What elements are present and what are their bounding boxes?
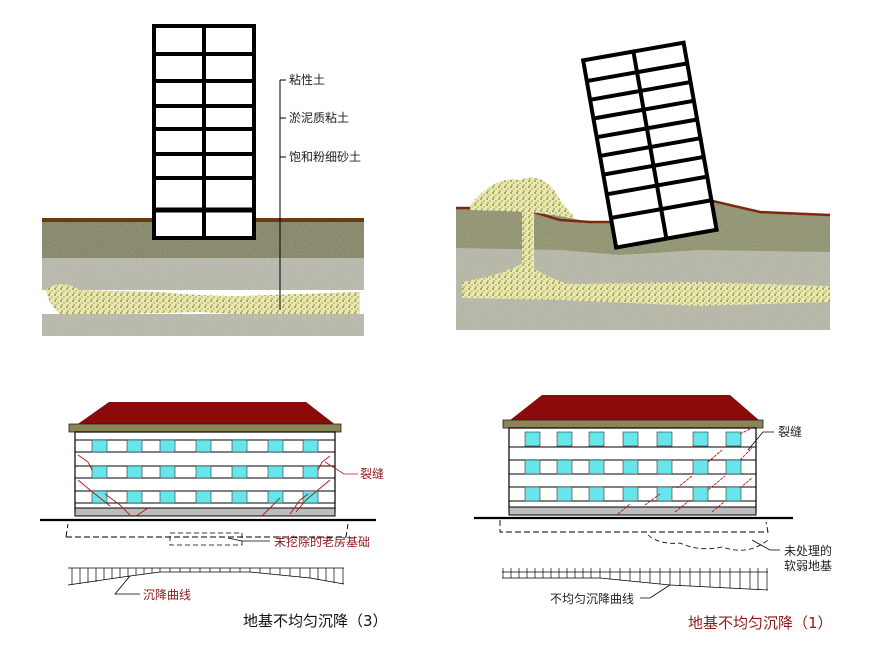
crack-lines — [617, 427, 753, 515]
soil-label-silty-clay: 淤泥质粘土 — [289, 111, 350, 125]
soil-label-clay: 粘性土 — [289, 73, 326, 87]
top-left-soil-profile — [42, 218, 364, 336]
soil-label-saturated-sand: 饱和粉细砂土 — [289, 150, 362, 164]
settlement-curve-right — [502, 568, 769, 591]
top-left-building — [152, 24, 256, 240]
soil-leader-lines — [279, 79, 286, 310]
bottom-left-caption: 地基不均匀沉降（3） — [243, 612, 388, 630]
bottom-left-crack-label: 裂缝 — [360, 467, 385, 481]
bottom-right-curve-label: 不均匀沉降曲线 — [550, 592, 635, 606]
bottom-right-foundation-label-line1: 未处理的 — [784, 544, 833, 558]
bottom-right-crack-label: 裂缝 — [778, 425, 803, 439]
top-right-tilted-building — [580, 40, 719, 250]
bottom-left-building — [40, 402, 376, 595]
bottom-right-building — [474, 395, 793, 599]
bottom-left-foundation-label: 未挖除的老房基础 — [274, 535, 371, 549]
bottom-right-foundation-label-line2: 软弱地基 — [784, 559, 833, 573]
bottom-right-caption: 地基不均匀沉降（1） — [688, 614, 833, 632]
bottom-left-curve-label: 沉降曲线 — [143, 588, 192, 602]
tree-root — [470, 177, 575, 280]
settlement-curve-left — [67, 567, 345, 586]
crack-lines — [77, 454, 331, 517]
top-right-soil-profile — [456, 196, 831, 330]
